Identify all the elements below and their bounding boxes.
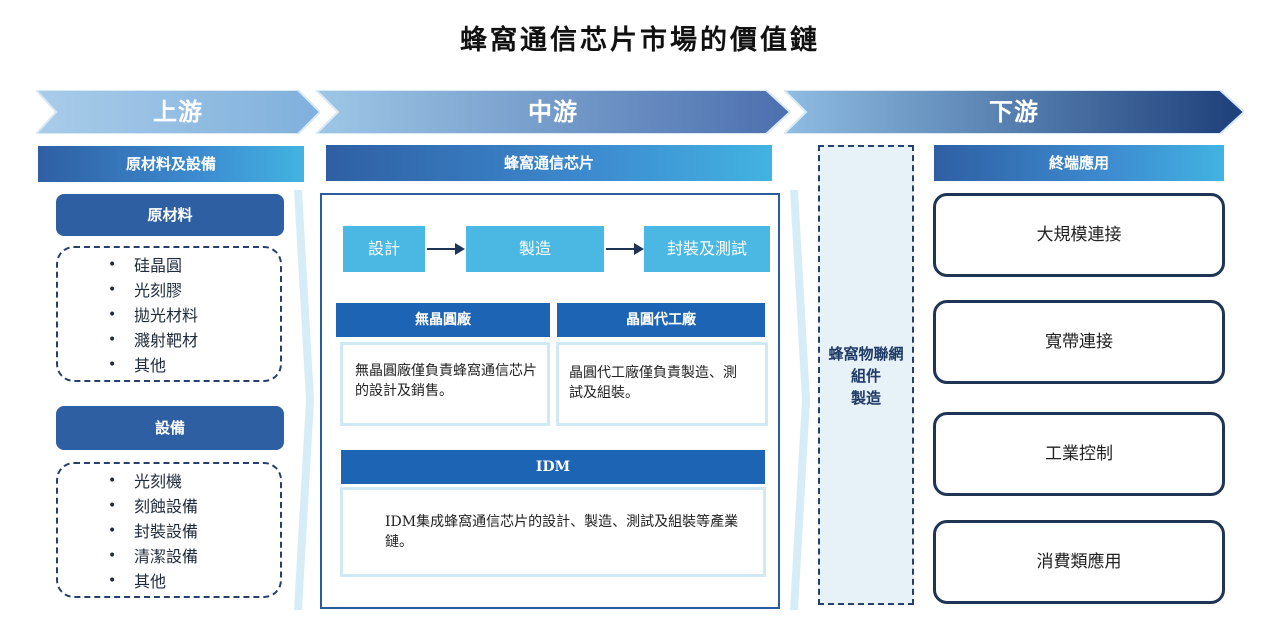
application-industrial-control: 工業控制 [933, 412, 1225, 496]
iot-line-3: 製造 [850, 389, 881, 407]
application-broadband-connectivity: 寬帶連接 [933, 300, 1225, 384]
step-design: 設計 [343, 226, 425, 272]
materials-list: 硅晶圓 光刻膠 拋光材料 濺射靶材 其他 [56, 246, 282, 382]
arrow-right-icon [427, 243, 465, 255]
application-large-scale-connectivity: 大規模連接 [933, 193, 1225, 277]
page-title: 蜂窩通信芯片市場的價值鏈 [460, 25, 820, 56]
foundry-header: 晶圓代工廠 [557, 303, 765, 337]
step-packaging-testing: 封裝及測試 [644, 226, 770, 272]
chevron-shape [36, 90, 320, 134]
arrow-right-icon [606, 243, 644, 255]
list-item: 拋光材料 [108, 303, 280, 328]
chevron-shape [316, 90, 790, 134]
equipment-list: 光刻機 刻蝕設備 封裝設備 清潔設備 其他 [56, 462, 282, 598]
iot-line-1: 蜂窩物聯網 [828, 345, 904, 363]
foundry-desc-text: 晶圓代工廠僅負責製造、測試及組裝。 [569, 365, 737, 401]
downstream-band: 終端應用 [934, 145, 1224, 181]
list-item: 封裝設備 [108, 519, 280, 544]
fabless-description: 無晶圓廠僅負責蜂窩通信芯片的設計及銷售。 [340, 342, 550, 426]
fabless-header: 無晶圓廠 [336, 303, 550, 337]
list-item: 清潔設備 [108, 544, 280, 569]
iot-component-box: 蜂窩物聯網 組件 製造 [818, 145, 914, 605]
idm-header: IDM [341, 450, 765, 484]
idm-desc-text: IDM集成蜂窩通信芯片的設計、製造、測試及組裝等產業鏈。 [385, 514, 739, 550]
equipment-label: 設備 [56, 406, 284, 450]
chevron-shape [784, 90, 1244, 134]
foundry-description: 晶圓代工廠僅負責製造、測試及組裝。 [556, 342, 768, 426]
midstream-band: 蜂窩通信芯片 [326, 145, 772, 181]
application-consumer: 消費類應用 [933, 520, 1225, 604]
midstream-frame [320, 193, 780, 609]
iot-line-2: 組件 [850, 367, 881, 385]
list-item: 其他 [108, 569, 280, 594]
list-item: 刻蝕設備 [108, 494, 280, 519]
stage-chevron-downstream: 下游 [784, 90, 1244, 134]
list-item: 硅晶圓 [108, 253, 280, 278]
stage-label-downstream: 下游 [989, 97, 1039, 126]
upstream-band: 原材料及設備 [38, 146, 304, 182]
idm-description: IDM集成蜂窩通信芯片的設計、製造、測試及組裝等產業鏈。 [340, 487, 766, 577]
step-manufacturing: 製造 [466, 226, 604, 272]
list-item: 光刻膠 [108, 278, 280, 303]
list-item: 濺射靶材 [108, 328, 280, 353]
materials-label: 原材料 [56, 194, 284, 236]
fabless-desc-text: 無晶圓廠僅負責蜂窩通信芯片的設計及銷售。 [355, 363, 537, 399]
stage-label-midstream: 中游 [528, 97, 578, 126]
stage-chevron-upstream: 上游 [36, 90, 320, 134]
flow-divider-icon [294, 190, 314, 610]
stage-chevron-midstream: 中游 [316, 90, 790, 134]
stage-label-upstream: 上游 [153, 97, 203, 126]
list-item: 光刻機 [108, 469, 280, 494]
list-item: 其他 [108, 353, 280, 378]
flow-divider-icon [790, 190, 810, 610]
